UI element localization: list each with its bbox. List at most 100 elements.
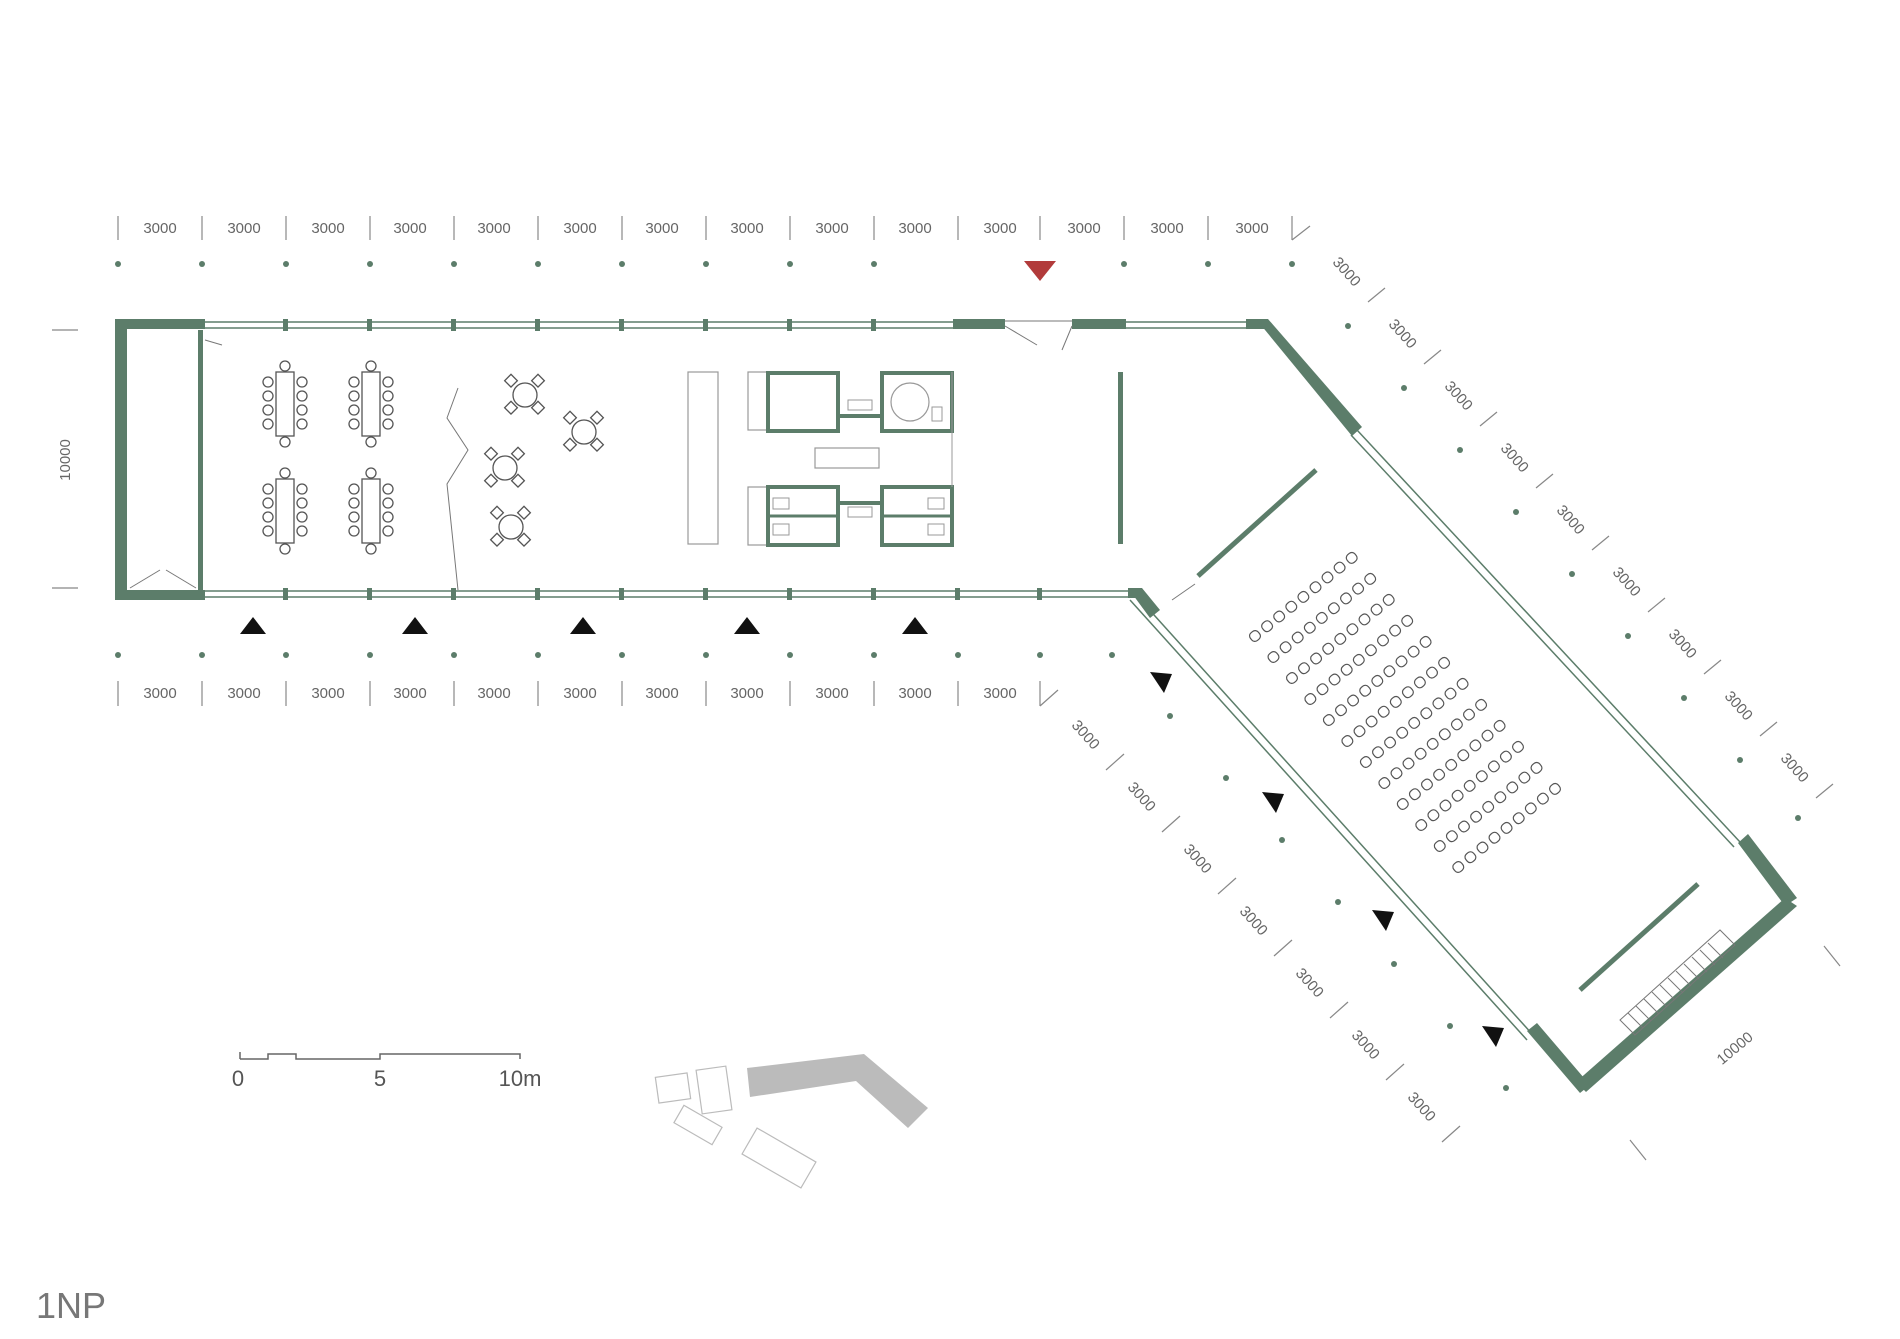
dimension-label: 3000 [1329, 254, 1364, 290]
auditorium-seat [1390, 767, 1403, 780]
auditorium-seat [1420, 778, 1434, 791]
auditorium-seat [1487, 760, 1500, 773]
scale-bar [239, 1052, 521, 1060]
auditorium-seat [1482, 800, 1495, 813]
auditorium-seat [1530, 761, 1543, 774]
auditorium-seat [1353, 725, 1366, 738]
dimension-label: 3000 [1124, 779, 1159, 815]
auditorium-seat [1310, 652, 1323, 665]
long-table [348, 360, 394, 448]
dimension-label: 3000 [983, 685, 1016, 702]
auditorium-seat [1339, 592, 1353, 605]
auditorium-seat [1248, 629, 1262, 643]
auditorium-seat [1378, 776, 1391, 790]
auditorium-seat [1470, 810, 1483, 823]
auditorium-seat [1401, 614, 1414, 627]
entrance-arrow-icon [1024, 261, 1056, 281]
dimension-label: 3000 [983, 220, 1016, 237]
auditorium-seat [1322, 713, 1335, 727]
dimension-label: 3000 [563, 685, 596, 702]
dimension-label: 3000 [1067, 220, 1100, 237]
auditorium-seat [1396, 797, 1409, 811]
auditorium-seat [1438, 728, 1451, 741]
auditorium-seat [1425, 666, 1439, 679]
dimension-label: 3000 [898, 685, 931, 702]
auditorium-seat [1444, 687, 1457, 700]
dimension-label: 3000 [1404, 1089, 1439, 1125]
auditorium-seat [1414, 747, 1427, 760]
auditorium-seat [1341, 734, 1354, 748]
scale-label: 10m [499, 1066, 542, 1091]
auditorium-seat [1536, 792, 1549, 805]
auditorium-seat [1506, 781, 1519, 794]
dimension-label: 3000 [477, 685, 510, 702]
auditorium-seat [1427, 809, 1440, 822]
auditorium-seat [1364, 644, 1377, 657]
dining-tables [262, 360, 605, 555]
entrance-arrow-icon [1482, 1026, 1504, 1047]
auditorium-seat [1395, 655, 1408, 668]
auditorium-seat [1452, 860, 1465, 874]
auditorium-seat [1383, 665, 1396, 678]
dimension-label: 3000 [1348, 1027, 1383, 1063]
dimension-label: 3000 [1609, 564, 1644, 600]
service-core [747, 371, 954, 547]
structural-grid-dots [115, 261, 1801, 1091]
auditorium-seat [1321, 571, 1334, 584]
auditorium-seat [1494, 791, 1507, 804]
auditorium-seat [1304, 692, 1317, 706]
main-entrance-marker [1024, 261, 1056, 281]
dimension-label: 3000 [815, 220, 848, 237]
dimension-label: 3000 [1553, 502, 1588, 538]
entrance-arrow-icon [1150, 672, 1172, 693]
dimension-label: 3000 [645, 685, 678, 702]
auditorium-seat [1279, 641, 1292, 654]
dimension-label: 3000 [1665, 626, 1700, 662]
building-walls [115, 319, 1797, 1093]
auditorium-seat [1450, 718, 1463, 731]
auditorium-seat [1463, 779, 1476, 792]
dimension-left [52, 329, 78, 589]
dimension-label: 3000 [143, 220, 176, 237]
auditorium-seat [1402, 757, 1415, 770]
auditorium-seat [1297, 662, 1311, 675]
auditorium-seat [1433, 839, 1446, 853]
dimension-label-wing-width: 10000 [1714, 1029, 1757, 1069]
scale-label: 5 [374, 1066, 386, 1091]
auditorium-seat [1285, 600, 1298, 613]
dimension-label: 3000 [645, 220, 678, 237]
dimension-label: 3000 [563, 220, 596, 237]
dimension-label: 3000 [393, 685, 426, 702]
auditorium-seat [1328, 673, 1341, 686]
dimension-label-width: 10000 [57, 439, 74, 481]
entrance-arrow-icon [402, 617, 428, 634]
round-table [503, 373, 546, 415]
site-context-map [654, 1054, 928, 1189]
dimension-label: 3000 [477, 220, 510, 237]
auditorium-seat [1511, 740, 1525, 753]
dimension-label: 3000 [1180, 841, 1215, 877]
dimension-label: 3000 [1385, 316, 1420, 352]
auditorium-seat [1445, 830, 1458, 843]
auditorium-seat [1291, 631, 1304, 644]
auditorium-seat [1315, 611, 1328, 624]
auditorium-seat [1327, 602, 1340, 615]
auditorium-seat [1457, 749, 1470, 762]
auditorium-seat [1499, 750, 1512, 763]
auditorium-seat [1401, 686, 1414, 699]
auditorium-seat [1464, 851, 1477, 864]
dimension-label: 3000 [227, 685, 260, 702]
auditorium-seat [1345, 551, 1358, 564]
dimension-label: 3000 [311, 220, 344, 237]
auditorium-seat [1396, 726, 1409, 739]
entrance-arrow-icon [570, 617, 596, 634]
stage-stairs [1619, 929, 1736, 1036]
dimension-label: 3000 [311, 685, 344, 702]
auditorium-seat [1432, 697, 1445, 710]
dimension-outer-diagonal [1291, 225, 1841, 967]
auditorium-seat [1384, 736, 1397, 749]
round-table [562, 410, 605, 452]
dimension-outer-diagonal-labels: 3000 3000 3000 3000 3000 3000 3000 3000 … [1329, 254, 1812, 786]
auditorium-seat [1413, 676, 1426, 689]
